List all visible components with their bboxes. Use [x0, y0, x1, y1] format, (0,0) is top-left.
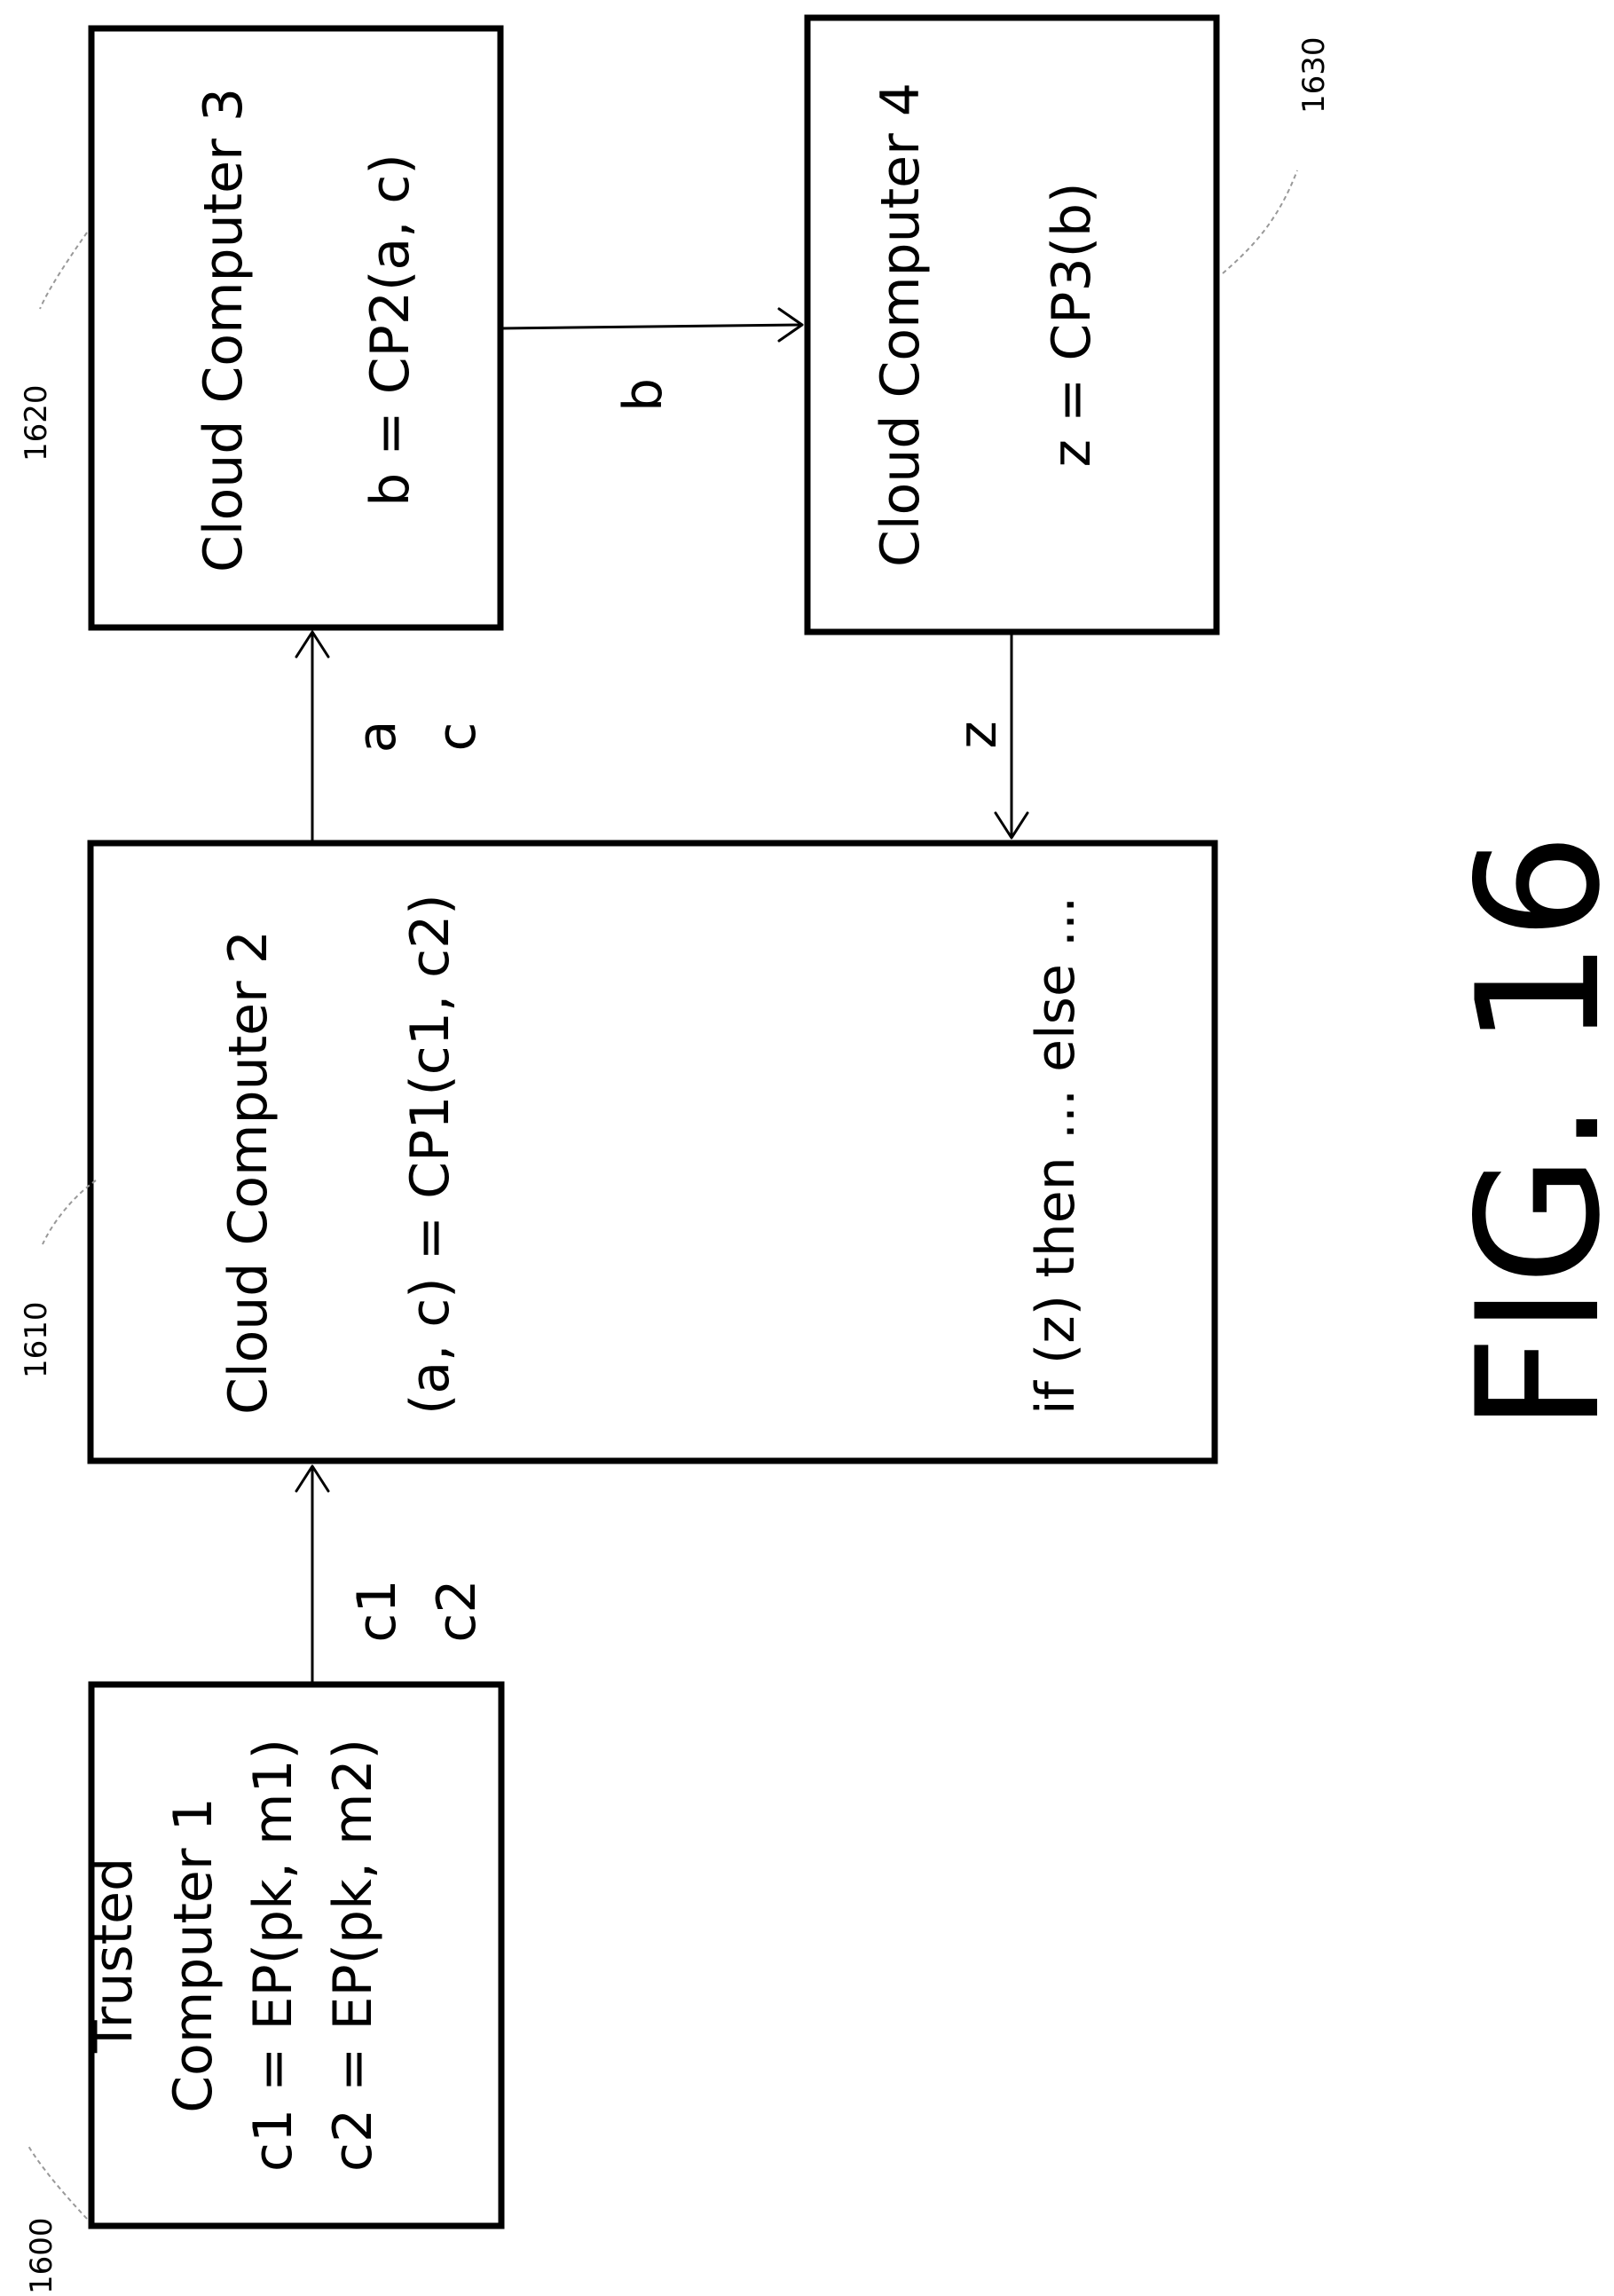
- edge-label-b: b: [612, 378, 674, 412]
- trusted-computer-title-line2: Computer 1: [162, 1797, 224, 2113]
- edge-label-z: z: [947, 721, 1009, 749]
- ref-1630: 1630: [1296, 36, 1332, 114]
- arrow-cloud3-to-cloud4: [500, 309, 802, 341]
- figure-label: FIG. 16: [1441, 832, 1614, 1432]
- cloud-computer-4-formula: z = CP3(b): [1041, 182, 1103, 467]
- cloud-computer-3-box: [91, 28, 500, 627]
- cloud-computer-4-node: Cloud Computer 4 z = CP3(b): [807, 18, 1216, 632]
- trusted-computer-c1-formula: c1 = EP(pk, m1): [242, 1739, 304, 2172]
- trusted-computer-title-line1: Trusted: [83, 1858, 145, 2054]
- cloud-computer-2-formula: (a, c) = CP1(c1, c2): [399, 894, 461, 1415]
- edge-label-a: a: [346, 721, 408, 753]
- arrow-cloud2-to-cloud3: [296, 632, 328, 843]
- trusted-computer-node: Trusted Computer 1 c1 = EP(pk, m1) c2 = …: [83, 1685, 501, 2226]
- ref-1630-leader: [1223, 170, 1297, 273]
- arrow-trusted-to-cloud2: [296, 1466, 328, 1685]
- cloud-computer-2-title: Cloud Computer 2: [217, 930, 279, 1415]
- ref-1620-leader: [40, 233, 87, 309]
- cloud-computer-3-formula: b = CP2(a, c): [359, 154, 421, 506]
- cloud-computer-3-title: Cloud Computer 3: [193, 88, 255, 572]
- ref-1620: 1620: [19, 384, 54, 462]
- trusted-computer-c2-formula: c2 = EP(pk, m2): [322, 1739, 384, 2172]
- ref-1600-leader: [28, 2146, 87, 2219]
- edge-label-c: c: [426, 722, 488, 752]
- ref-1610: 1610: [19, 1301, 54, 1378]
- edge-label-c1: c1: [346, 1579, 408, 1642]
- cloud-computer-3-node: Cloud Computer 3 b = CP2(a, c): [91, 28, 500, 627]
- cloud-computer-2-condition: if (z) then ... else ...: [1025, 896, 1087, 1415]
- cloud-computer-2-node: Cloud Computer 2 (a, c) = CP1(c1, c2) if…: [91, 843, 1215, 1461]
- ref-1600: 1600: [24, 2217, 59, 2294]
- edge-label-c2: c2: [426, 1579, 488, 1642]
- cloud-computer-4-title: Cloud Computer 4: [870, 83, 932, 567]
